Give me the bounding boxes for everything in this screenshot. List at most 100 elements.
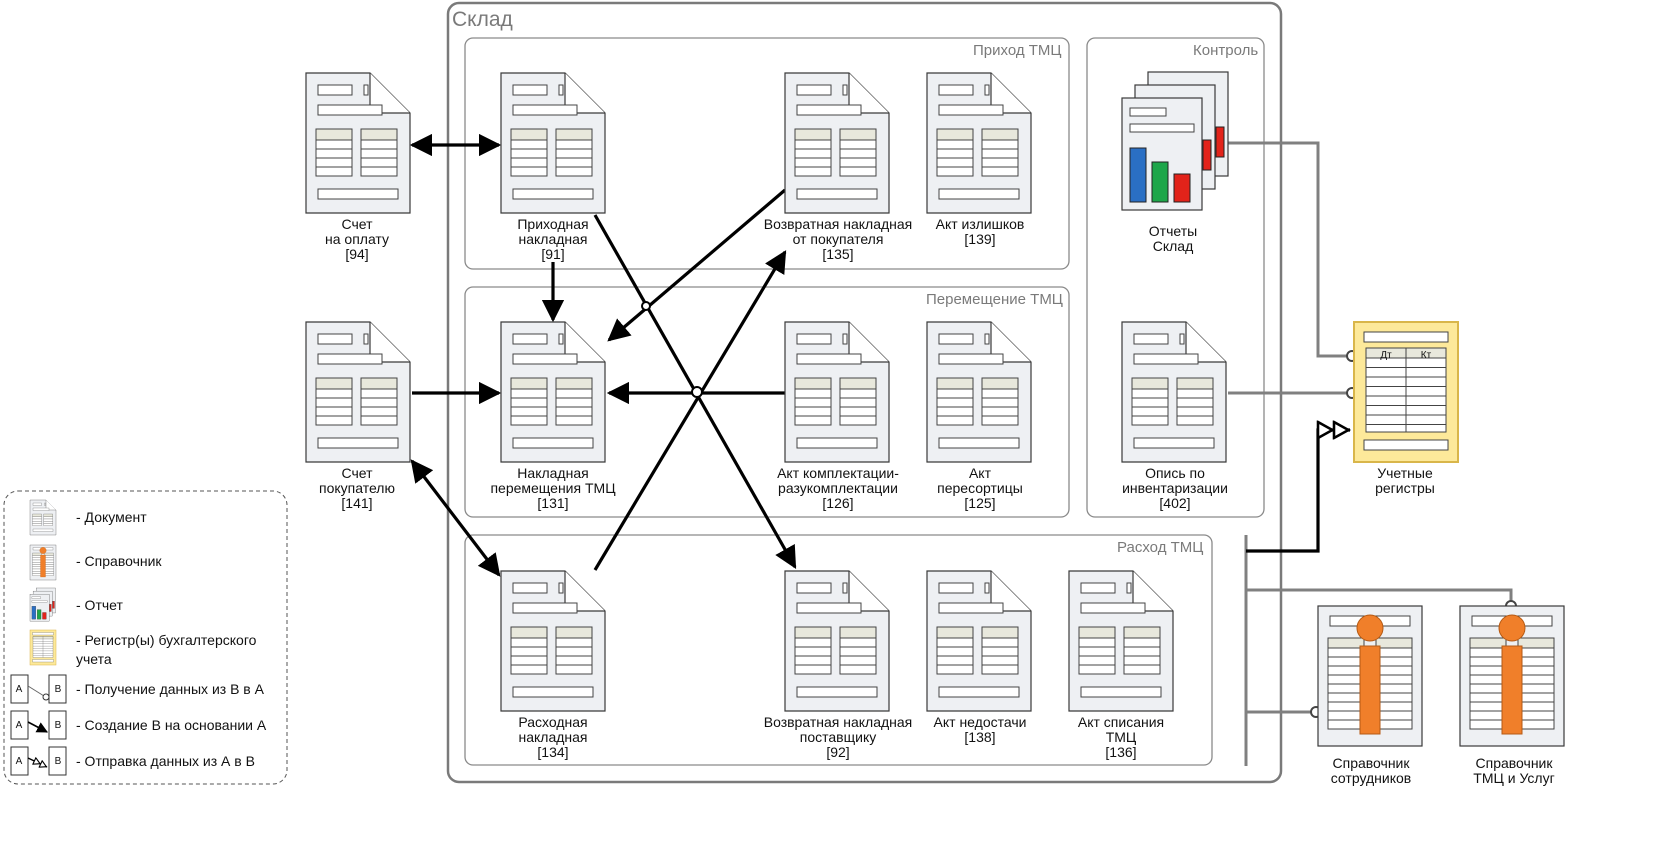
legend-document-icon — [29, 499, 57, 536]
reference-table-header — [1469, 637, 1507, 649]
reference-table-row — [44, 568, 54, 572]
doc-table-header — [981, 626, 1019, 639]
doc-table-row — [1131, 406, 1169, 417]
label-line: Учетные — [1377, 465, 1433, 481]
label-prihodnaya: Приходная накладная [91] — [483, 217, 623, 262]
label-line: [402] — [1159, 495, 1191, 511]
document-icon-peremeshenie — [500, 321, 606, 463]
doc-field — [44, 502, 46, 506]
doc-table-row — [981, 415, 1019, 426]
doc-table-row — [555, 415, 593, 426]
label-akt-izlishkov: Акт излишков [139] — [910, 217, 1050, 247]
reference-table-row — [1375, 674, 1413, 685]
reference-table-row — [1469, 710, 1507, 721]
doc-table-header — [32, 513, 42, 517]
reference-table-row — [44, 555, 54, 558]
doc-table-row — [981, 637, 1019, 648]
doc-table-header — [936, 626, 974, 639]
register-field — [32, 632, 54, 636]
register-field — [1363, 331, 1449, 343]
doc-field — [317, 437, 399, 449]
report-field — [31, 596, 41, 599]
doc-table-row — [839, 397, 877, 408]
legend-a-2: A — [15, 720, 23, 731]
legend-b-3: B — [54, 756, 62, 767]
label-line: на оплату — [325, 231, 389, 247]
label-sprav-sotr: Справочник сотрудников — [1309, 756, 1433, 786]
doc-table-header — [510, 377, 548, 390]
legend-register-2: учета — [76, 651, 112, 667]
doc-table-header — [794, 128, 832, 141]
sklad-title: Склад — [452, 8, 513, 31]
document-icon-schet-pok — [305, 321, 411, 463]
reference-table-row — [1469, 665, 1507, 676]
doc-field — [317, 353, 383, 365]
doc-table-row — [1078, 664, 1116, 675]
doc-table-row — [32, 516, 42, 520]
doc-table-header — [555, 377, 593, 390]
doc-table-header — [839, 626, 877, 639]
registry-col-kt: Кт — [1420, 350, 1432, 361]
doc-field — [512, 84, 548, 96]
reference-table-row — [32, 559, 42, 563]
doc-table-row — [43, 521, 53, 524]
doc-table-row — [510, 406, 548, 417]
doc-table-row — [1131, 397, 1169, 408]
doc-table-row — [510, 415, 548, 426]
doc-table-row — [794, 646, 832, 657]
doc-table-row — [510, 655, 548, 666]
document-icon-vozvrat-post — [784, 570, 890, 712]
doc-table-header — [555, 128, 593, 141]
doc-table-row — [360, 139, 398, 150]
reference-table-row — [32, 555, 42, 558]
doc-field — [317, 84, 353, 96]
doc-table-row — [794, 415, 832, 426]
report-back-bar — [1202, 139, 1212, 171]
reference-table-row — [32, 557, 42, 561]
label-line: Приходная — [517, 216, 589, 232]
reference-table-row — [1375, 647, 1413, 658]
report-field — [31, 600, 48, 603]
doc-table-row — [936, 139, 974, 150]
doc-table-row — [510, 646, 548, 657]
legend-report-icon — [29, 587, 56, 622]
label-line: накладная — [518, 729, 588, 745]
reference-table-row — [1327, 710, 1365, 721]
label-line: [139] — [964, 231, 996, 247]
label-registry: Учетные регистры — [1345, 466, 1465, 496]
doc-table-row — [839, 646, 877, 657]
label-line: поставщику — [799, 729, 877, 745]
doc-field — [512, 333, 548, 345]
doc-table-row — [510, 637, 548, 648]
doc-table-row — [555, 157, 593, 168]
doc-table-header — [510, 128, 548, 141]
label-line: Акт — [968, 465, 992, 481]
doc-field — [796, 84, 832, 96]
doc-table-row — [839, 388, 877, 399]
label-line: перемещения ТМЦ — [490, 480, 616, 496]
reference-table-row — [1327, 683, 1365, 694]
doc-field — [938, 686, 1020, 698]
doc-field — [32, 507, 50, 511]
doc-field — [842, 84, 848, 96]
reference-table-row — [44, 559, 54, 563]
reference-table-row — [44, 562, 54, 565]
document-icon-vozvrat-pok — [784, 72, 890, 214]
doc-table-row — [839, 148, 877, 159]
document-icon-peresort — [926, 321, 1032, 463]
doc-table-row — [360, 148, 398, 159]
doc-field — [1080, 602, 1146, 614]
legend-get-line — [27, 685, 45, 697]
doc-field — [317, 104, 383, 116]
reference-table-row — [1469, 701, 1507, 712]
doc-field — [796, 686, 878, 698]
doc-table-row — [936, 406, 974, 417]
document-icon-spisanie — [1068, 570, 1174, 712]
legend-b-box — [48, 746, 67, 776]
doc-table-header — [794, 626, 832, 639]
reference-table-row — [32, 573, 42, 576]
doc-table-row — [981, 406, 1019, 417]
doc-table-row — [981, 148, 1019, 159]
doc-table-header — [1131, 377, 1169, 390]
doc-table-row — [981, 139, 1019, 150]
